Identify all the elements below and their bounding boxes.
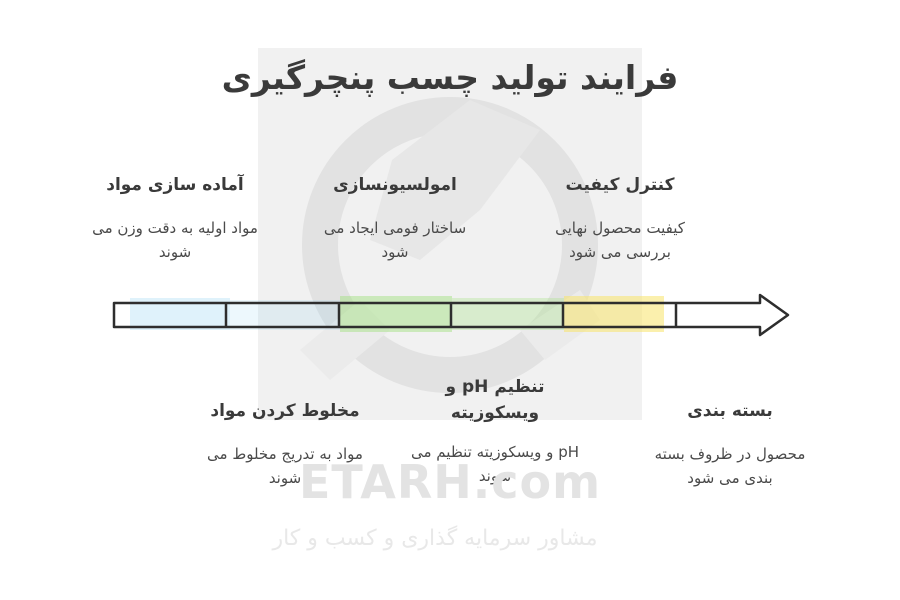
step-desc: کیفیت محصول نهایی بررسی می شود <box>555 219 685 261</box>
watermark-ring <box>302 97 598 393</box>
step-title: کنترل کیفیت <box>565 175 675 195</box>
watermark-mark <box>370 100 540 260</box>
step-prepare: آماده سازی مواد مواد اولیه به دقت وزن می… <box>70 172 280 264</box>
step-title: تنظیم pH و ویسکوزیته <box>445 377 545 423</box>
watermark-tagline: مشاور سرمایه گذاری و کسب و کار <box>272 526 598 551</box>
step-title: مخلوط کردن مواد <box>210 401 360 421</box>
step-desc: ساختار فومی ایجاد می شود <box>323 219 467 261</box>
step-ph-viscosity: تنظیم pH و ویسکوزیته pH و ویسکوزیته تنظی… <box>395 374 595 488</box>
watermark-domain: ETARH.com <box>298 455 602 509</box>
step-packaging: بسته بندی محصول در ظروف بسته بندی می شود <box>630 398 830 490</box>
step-desc: pH و ویسکوزیته تنظیم می شوند <box>411 443 579 485</box>
step-desc: مواد اولیه به دقت وزن می شوند <box>92 219 258 261</box>
step-quality: کنترل کیفیت کیفیت محصول نهایی بررسی می ش… <box>510 172 730 264</box>
step-desc: محصول در ظروف بسته بندی می شود <box>654 445 806 487</box>
page-title: فرایند تولید چسب پنچرگیری <box>221 58 679 97</box>
step-desc: مواد به تدریج مخلوط می شوند <box>207 445 363 487</box>
step-title: بسته بندی <box>687 401 773 421</box>
segment-highlight-blue-2 <box>230 300 340 330</box>
step-title: آماده سازی مواد <box>106 175 244 195</box>
watermark-mark-2 <box>300 300 390 380</box>
timeline-outline <box>112 293 790 337</box>
step-title: امولسیونسازی <box>333 175 457 195</box>
step-mix: مخلوط کردن مواد مواد به تدریج مخلوط می ش… <box>180 398 390 490</box>
step-emulsify: امولسیونسازی ساختار فومی ایجاد می شود <box>290 172 500 264</box>
